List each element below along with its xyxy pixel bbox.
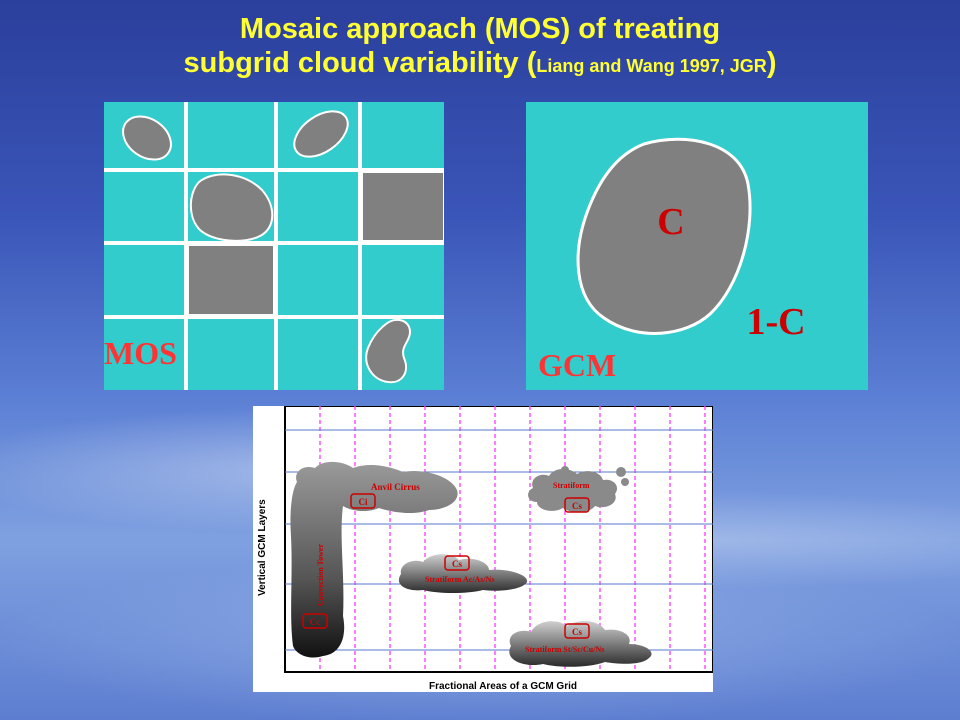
upper-stratiform-code-box — [564, 497, 590, 513]
convection-tower-shape — [290, 461, 458, 658]
low-stratiform-code: Cs — [572, 627, 582, 637]
mid-stratiform-code: Cs — [452, 559, 462, 569]
anvil-cirrus-label: Anvil Cirrus — [371, 482, 420, 492]
title-line-1: Mosaic approach (MOS) of treating — [239, 13, 721, 45]
gcm-panel: C 1-C GCM — [526, 102, 868, 390]
mos-clouds — [122, 110, 444, 384]
title-line-2: subgrid cloud variability (Liang and Wan… — [0, 46, 960, 83]
mid-stratiform-label: Stratiform Ac/As/Ns — [425, 575, 495, 584]
cloud-diagram-svg: Anvil Cirrus Ci Convection Tower Cc Stra… — [257, 405, 714, 692]
slide-title: Mosaic approach (MOS) of treating subgri… — [0, 12, 960, 83]
low-stratiform-label: Stratiform St/Sc/Cu/Ns — [525, 645, 604, 654]
mos-cloud-2 — [293, 110, 349, 158]
y-axis-label: Vertical GCM Layers — [257, 499, 268, 596]
mid-stratiform-code-box — [444, 555, 470, 571]
gcm-cloud-fraction-label: C — [657, 201, 684, 243]
gcm-label: GCM — [538, 347, 616, 383]
low-stratiform-code-box — [564, 623, 590, 639]
upper-stratiform-label: Stratiform — [553, 481, 590, 490]
mos-cloud-4 — [365, 318, 412, 384]
low-stratiform-cloud — [509, 621, 652, 667]
diagram-frame — [284, 405, 714, 673]
title-citation: Liang and Wang 1997, JGR — [536, 56, 767, 76]
gcm-clear-fraction-label: 1-C — [746, 301, 805, 343]
upper-stratiform-code: Cs — [572, 501, 582, 511]
title-close-paren: ) — [766, 47, 777, 79]
mos-cloud-square-1 — [361, 171, 444, 242]
anvil-cirrus-code: Ci — [359, 497, 368, 507]
title-open-paren: ( — [526, 47, 537, 79]
mid-stratiform-shape — [398, 554, 528, 593]
convection-tower-code-box — [302, 613, 328, 629]
low-stratiform-shape — [509, 621, 652, 667]
mos-label: MOS — [104, 335, 177, 371]
anvil-cirrus-code-box — [350, 493, 376, 509]
title-line-2-main: subgrid cloud variability — [183, 47, 527, 79]
x-axis-label: Fractional Areas of a GCM Grid — [429, 681, 577, 692]
upper-stratiform-cloud — [528, 466, 629, 513]
convection-tower-cloud — [290, 461, 458, 658]
mos-cloud-3 — [189, 173, 274, 242]
mos-panel: MOS — [104, 102, 444, 390]
convection-tower-code: Cc — [310, 617, 321, 627]
upper-stratiform-puff-2 — [621, 478, 629, 486]
gcm-cloud-blob — [576, 137, 752, 335]
mos-grid-lines — [104, 102, 444, 390]
upper-stratiform-shape — [528, 469, 618, 513]
cloud-type-diagram: Anvil Cirrus Ci Convection Tower Cc Stra… — [253, 405, 714, 692]
mos-cloud-square-2 — [187, 244, 275, 316]
mos-cloud-1 — [122, 115, 172, 161]
mid-stratiform-cloud — [398, 554, 528, 593]
upper-stratiform-puff-3 — [561, 466, 569, 474]
convection-tower-label: Convection Tower — [316, 544, 325, 606]
upper-stratiform-puff-1 — [616, 467, 626, 477]
